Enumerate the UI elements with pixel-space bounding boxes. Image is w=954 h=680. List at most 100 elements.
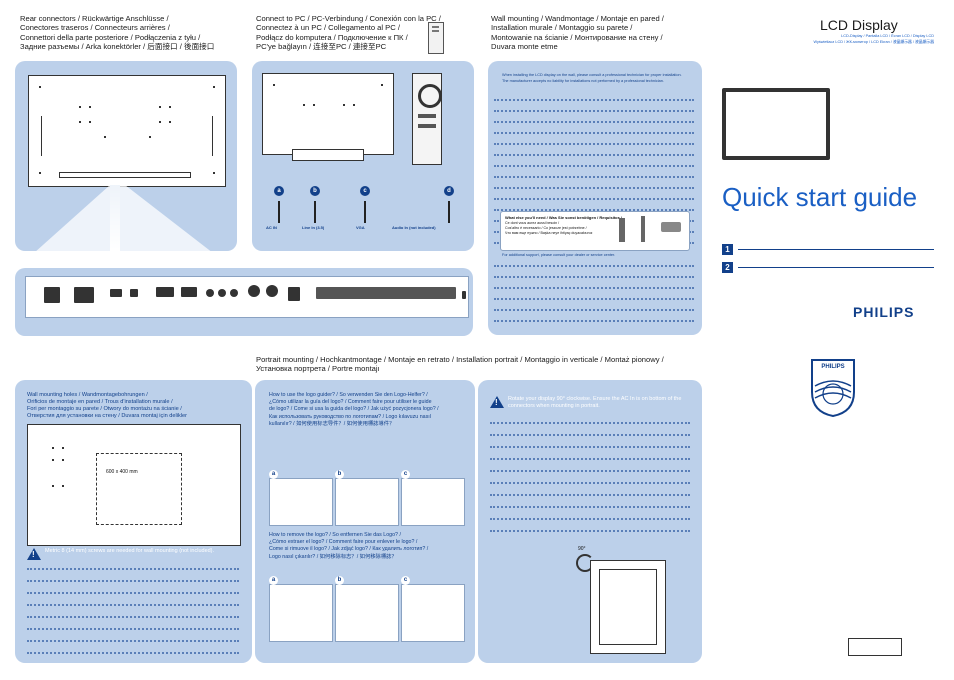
cable-label-line: Line In (3.5) bbox=[302, 225, 325, 230]
heading-line: Conectores traseros / Connecteurs arrièr… bbox=[20, 23, 170, 33]
rotate-icon bbox=[576, 554, 594, 572]
label-a: a bbox=[269, 470, 278, 479]
title-line: Logo nasıl çıkarılır? / 如何移除标志？/ 如何移除標誌？ bbox=[269, 553, 397, 560]
heading-line: Wall mounting / Wandmontage / Montaje en… bbox=[491, 14, 664, 23]
step-2-line bbox=[738, 267, 934, 268]
heading-line: Duvara monte etme bbox=[491, 42, 558, 52]
portrait-heading: Portrait mounting / Hochkantmontage / Mo… bbox=[256, 355, 716, 374]
guide-title: Quick start guide bbox=[722, 182, 918, 212]
portrait-panel: ! Rotate your display 90° clockwise. Ens… bbox=[478, 380, 702, 663]
circle-c: c bbox=[360, 186, 370, 196]
tools-title: What else you'll need / Was Sie sonst be… bbox=[505, 215, 623, 220]
rear-connectors-heading: Rear connectors / Rückwärtige Anschlüsse… bbox=[20, 14, 245, 52]
audio-port bbox=[206, 289, 214, 297]
title-line: de logo? / Come si usa la guida del logo… bbox=[269, 406, 439, 413]
title-line: Come si rimuove il logo? / Jak zdjąć log… bbox=[269, 546, 429, 553]
tools-line: Cos'altro è necessario / Co jeszcze jest… bbox=[505, 226, 587, 230]
heading-line: Podłącz do komputera / Подключение к ПК … bbox=[256, 32, 408, 42]
label-a: a bbox=[269, 576, 278, 585]
cable bbox=[278, 201, 280, 223]
vga-port bbox=[181, 287, 197, 297]
heading-line: Montowanie na ścianie / Монтирование на … bbox=[491, 32, 663, 42]
rear-display-diagram bbox=[28, 75, 226, 187]
logo-use-title: How to use the logo guider? / So verwend… bbox=[269, 392, 469, 428]
heading-line: Connettori della parte posteriore / Podł… bbox=[20, 32, 201, 42]
heading-line: Задние разъемы / Arka konektörler / 后面接口… bbox=[20, 42, 215, 52]
title-line: Orificios de montaje en pared / Trous d'… bbox=[27, 399, 173, 405]
screwdriver-icon bbox=[641, 216, 645, 242]
heading-line: Portrait mounting / Hochkantmontage / Mo… bbox=[256, 355, 664, 364]
audio-port bbox=[230, 289, 238, 297]
circle-a: a bbox=[274, 186, 284, 196]
drill-icon bbox=[661, 222, 681, 232]
label-c: c bbox=[401, 576, 410, 585]
title-line: Отверстия для установки на стену / Duvar… bbox=[27, 413, 187, 419]
ac-switch-port bbox=[44, 287, 60, 303]
circle-d: d bbox=[444, 186, 454, 196]
logo-use-step-a bbox=[269, 478, 333, 526]
wall-holes-warning: Metric 8 (14 mm) screws are needed for w… bbox=[45, 548, 215, 554]
warning-icon: ! bbox=[490, 396, 504, 408]
component-port bbox=[266, 285, 278, 297]
label-c: c bbox=[401, 470, 410, 479]
rotation-angle: 90° bbox=[578, 546, 586, 552]
languages-line2: Wyświetlacz LCD / ЖК-монитор / LCD Ekran… bbox=[813, 40, 934, 44]
portrait-display-diagram bbox=[590, 560, 666, 654]
title-line: kullanılır? / 如何使用标志导件？/ 如何使用標誌導件？ bbox=[269, 420, 395, 427]
rs232-port bbox=[110, 289, 122, 297]
logo-use-step-b bbox=[335, 478, 399, 526]
ac-in-port bbox=[74, 287, 94, 303]
title-line: Wall mounting holes / Wandmontagebohrung… bbox=[27, 392, 148, 398]
lock-port bbox=[462, 291, 466, 299]
wall-holes-panel: Wall mounting holes / Wandmontagebohrung… bbox=[15, 380, 252, 663]
label-b: b bbox=[335, 576, 344, 585]
logo-remove-title: How to remove the logo? / So entfernen S… bbox=[269, 532, 469, 561]
circle-b: b bbox=[310, 186, 320, 196]
philips-shield-icon: PHILIPS bbox=[810, 358, 856, 418]
screw-icon bbox=[619, 218, 625, 242]
heading-line: PC'ye bağlayın / 连接至PC / 連接至PC bbox=[256, 42, 387, 52]
speaker-port bbox=[288, 287, 300, 301]
cable bbox=[448, 201, 450, 223]
title-line: Fori per montaggio su parete / Otwory do… bbox=[27, 406, 182, 412]
logo-remove-step-a bbox=[269, 584, 333, 642]
dvi-port bbox=[156, 287, 174, 297]
heading-line: Connectez à un PC / Collegamento al PC / bbox=[256, 23, 400, 33]
heading-line: Rear connectors / Rückwärtige Anschlüsse… bbox=[20, 14, 169, 23]
port-strip bbox=[292, 149, 364, 161]
label-b: b bbox=[335, 470, 344, 479]
tools-line: Что вам еще нужно / Başka neye ihtiyaç d… bbox=[505, 231, 593, 235]
logo-remove-step-b bbox=[335, 584, 399, 642]
portrait-warning: Rotate your display 90° clockwise. Ensur… bbox=[508, 396, 682, 409]
pc-display-diagram bbox=[262, 73, 394, 155]
pc-tower-icon bbox=[428, 22, 444, 54]
warning-icon: ! bbox=[27, 548, 41, 560]
languages-line1: LCD-Display / Pantalla LCD / Écran LCD /… bbox=[841, 34, 934, 38]
zoom-cone bbox=[15, 185, 235, 270]
wall-intro-text: When installing the LCD display on the w… bbox=[502, 73, 682, 83]
wall-mounting-heading: Wall mounting / Wandmontage / Montaje en… bbox=[491, 14, 711, 52]
title-line: How to use the logo guider? / So verwend… bbox=[269, 392, 428, 398]
step-2-badge: 2 bbox=[722, 262, 733, 273]
component-port bbox=[248, 285, 260, 297]
step-1-badge: 1 bbox=[722, 244, 733, 255]
heading-line: Connect to PC / PC-Verbindung / Conexión… bbox=[256, 14, 441, 23]
title-line: How to remove the logo? / So entfernen S… bbox=[269, 532, 401, 538]
title-line: ¿Cómo utilizar la guía del logo? / Comme… bbox=[269, 399, 432, 406]
step-1-line bbox=[738, 249, 934, 250]
support-text: For additional support, please consult y… bbox=[502, 253, 616, 257]
connector-strip-panel bbox=[15, 268, 473, 336]
cable-label-audio: Audio In (not included) bbox=[392, 225, 436, 230]
wall-holes-lines bbox=[27, 566, 239, 664]
wall-mounting-panel: When installing the LCD display on the w… bbox=[488, 61, 702, 335]
connect-pc-panel: a b c d AC IN Line In (3.5) VGA Audio In… bbox=[252, 61, 474, 251]
barcode-area bbox=[848, 638, 902, 656]
portrait-lines bbox=[490, 420, 690, 542]
product-image bbox=[722, 88, 830, 160]
cable bbox=[314, 201, 316, 223]
philips-logo: PHILIPS bbox=[853, 304, 915, 320]
heading-line: Установка портрета / Portre montajı bbox=[256, 364, 380, 374]
logo-guide-panel: How to use the logo guider? / So verwend… bbox=[255, 380, 475, 663]
title-line: Как использовать руководство по логотипа… bbox=[269, 413, 431, 420]
audio-port bbox=[218, 289, 226, 297]
